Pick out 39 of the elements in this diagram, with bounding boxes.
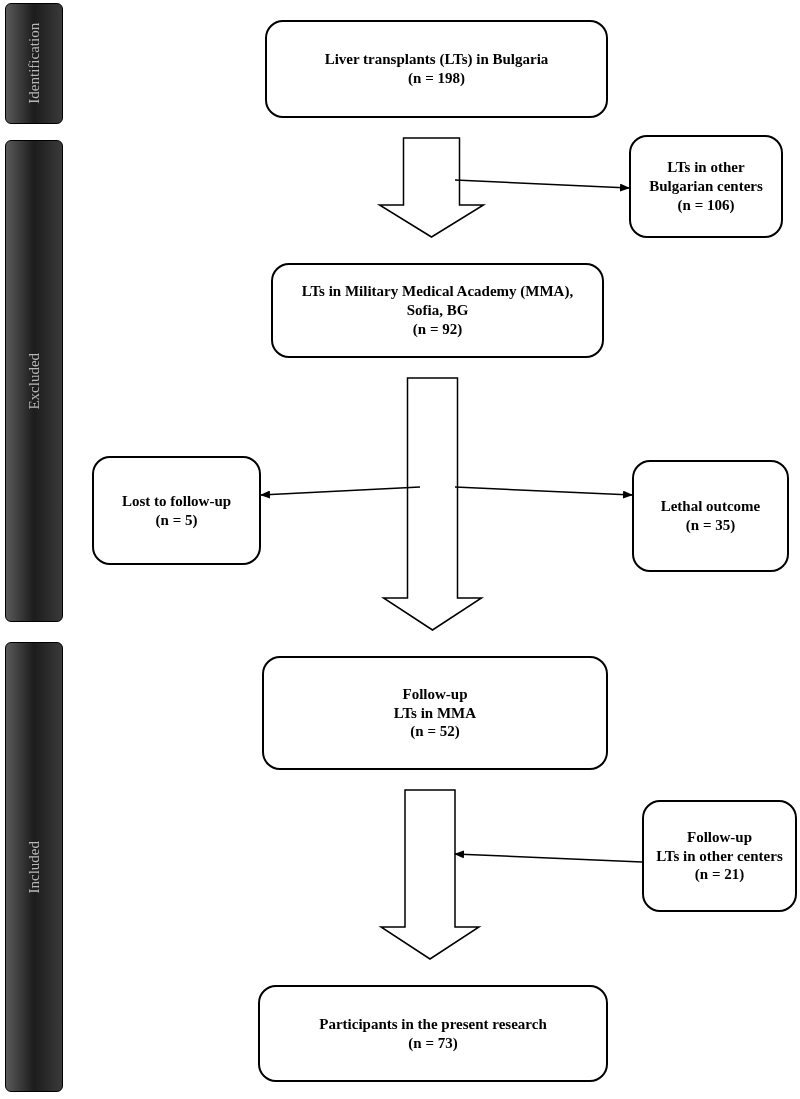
box-text: Participants in the present research	[319, 1014, 547, 1034]
arrow	[454, 850, 643, 863]
stage-band	[5, 642, 63, 1092]
box-text: Follow-up	[402, 684, 468, 704]
stage-label: Identification	[24, 23, 43, 104]
process-box	[632, 460, 789, 572]
arrow	[454, 486, 633, 499]
box-text: LTs in MMA	[393, 703, 477, 723]
block-arrow	[376, 137, 487, 238]
box-text: (n = 198)	[408, 69, 465, 88]
process-box	[629, 135, 783, 238]
box-text: Lost to follow-up	[121, 491, 232, 511]
box-text: (n = 106)	[677, 195, 735, 215]
process-box	[271, 263, 604, 358]
block-arrow	[378, 789, 482, 960]
box-text: (n = 92)	[412, 319, 463, 339]
process-box	[642, 800, 797, 912]
box-text: Follow-up	[687, 827, 752, 847]
box-text: (n = 21)	[694, 865, 745, 885]
arrow	[454, 179, 630, 192]
stage-label: Included	[24, 840, 43, 894]
box-text: (n = 5)	[155, 510, 198, 530]
stage-band	[5, 140, 63, 622]
box-text: (n = 52)	[410, 722, 460, 742]
process-box	[258, 985, 608, 1082]
process-box	[265, 20, 608, 118]
arrow	[260, 486, 421, 499]
process-box	[262, 656, 608, 770]
box-text: Lethal outcome	[660, 497, 761, 516]
block-arrow	[380, 377, 485, 631]
box-text: LTs in other Bulgarian centers	[648, 158, 764, 196]
box-text: (n = 35)	[685, 516, 736, 535]
box-text: LTs in other centers	[656, 846, 783, 866]
stage-band	[5, 3, 63, 124]
stage-label: Excluded	[24, 352, 43, 410]
box-text: (n = 73)	[408, 1033, 458, 1053]
box-text: LTs in Military Medical Academy (MMA), Sofia, BG	[300, 282, 575, 320]
process-box	[92, 456, 261, 565]
box-text: Liver transplants (LTs) in Bulgaria	[324, 50, 549, 69]
